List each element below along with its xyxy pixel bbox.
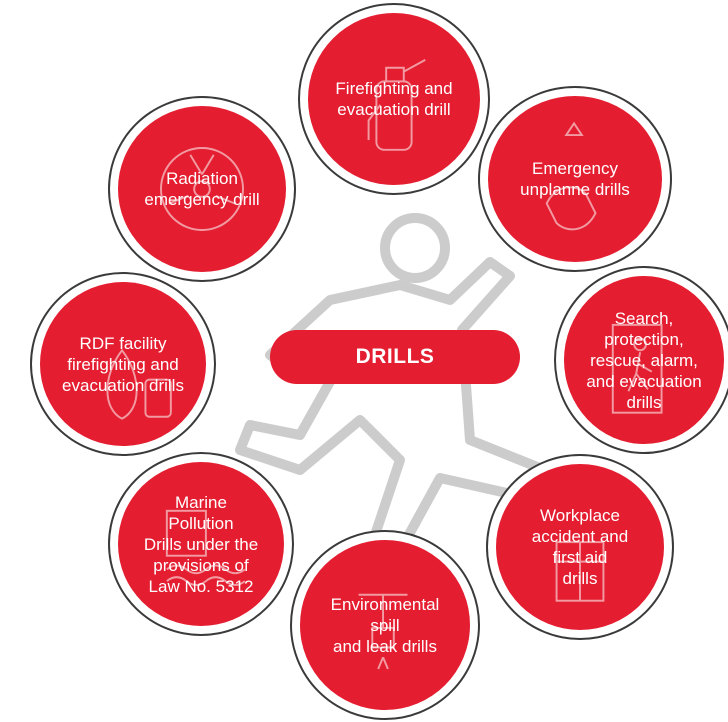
drill-node-search: Search, protection, rescue, alarm, and e… bbox=[554, 266, 728, 454]
drill-label-emergency: Emergency unplanne drills bbox=[520, 159, 630, 199]
pipe-leak-icon bbox=[358, 593, 408, 670]
water-waves-icon bbox=[165, 509, 246, 586]
drill-node-firefighting: Firefighting and evacuation drill bbox=[298, 3, 490, 195]
drill-label-environmental: Environmental spill and leak drills bbox=[330, 594, 440, 656]
drill-node-environmental: Environmental spill and leak drills bbox=[290, 530, 480, 720]
radiation-icon bbox=[160, 147, 244, 231]
drill-label-workplace: Workplace accident and first aid drills bbox=[531, 506, 629, 588]
drill-node-emergency: Emergency unplanne drills bbox=[478, 86, 672, 272]
drill-label-marine: Marine Pollution Drills under the provis… bbox=[143, 492, 259, 596]
drill-node-marine: Marine Pollution Drills under the provis… bbox=[108, 452, 294, 636]
drill-label-firefighting: Firefighting and evacuation drill bbox=[335, 79, 453, 119]
drill-label-radiation: Radiation emergency drill bbox=[144, 169, 260, 209]
stretcher-icon bbox=[555, 541, 605, 602]
flame-icon bbox=[106, 348, 172, 420]
hand-alert-icon bbox=[545, 121, 597, 231]
center-title: DRILLS bbox=[355, 345, 435, 368]
center-title-pill: DRILLS bbox=[270, 330, 520, 384]
exit-door-icon bbox=[611, 323, 663, 414]
drill-label-rdf: RDF facility firefighting and evacuation… bbox=[62, 333, 184, 395]
drill-node-workplace: Workplace accident and first aid drills bbox=[486, 454, 674, 640]
drill-label-search: Search, protection, rescue, alarm, and e… bbox=[586, 308, 702, 412]
drill-node-radiation: Radiation emergency drill bbox=[108, 96, 296, 282]
fire-extinguisher-icon bbox=[367, 59, 426, 151]
drill-node-rdf: RDF facility firefighting and evacuation… bbox=[30, 272, 216, 456]
